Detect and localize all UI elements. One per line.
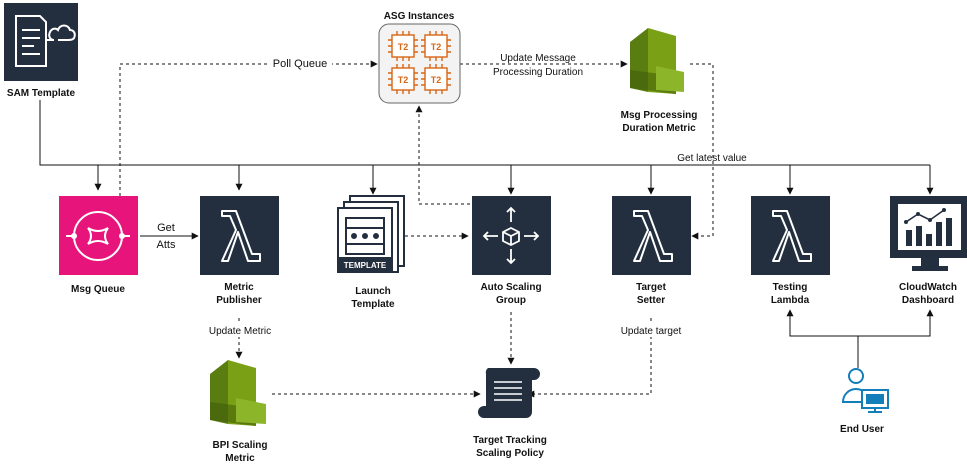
chip-text-4: T2 — [431, 75, 442, 85]
sam-template-bus — [39, 100, 930, 166]
update-message-label-1: Update Message — [500, 53, 576, 64]
get-atts-label-2: Atts — [157, 239, 176, 251]
template-tag: TEMPLATE — [344, 261, 387, 270]
launch-template-label-1: Launch — [355, 286, 391, 297]
edge-target-setter-to-policy — [527, 318, 652, 398]
edge-end-user-to-testing-lambda — [786, 309, 858, 337]
edge-end-user-to-dashboard — [858, 309, 934, 337]
asg-label-2: Group — [496, 295, 526, 306]
end-user-label: End User — [840, 424, 884, 435]
poll-queue-label: Poll Queue — [273, 58, 327, 70]
get-atts-label-1: Get — [157, 222, 175, 234]
auto-scaling-group-node: Auto Scaling Group — [472, 196, 551, 306]
testing-lambda-label-1: Testing — [773, 282, 808, 293]
user-computer-icon — [841, 368, 889, 413]
sam-template-node: SAM Template — [4, 3, 78, 99]
cloudwatch-metric-icon — [630, 28, 684, 94]
launch-template-label-2: Template — [351, 299, 395, 310]
msg-queue-node: Msg Queue — [59, 196, 138, 295]
edge-poll-queue — [119, 60, 378, 196]
msg-processing-label-1: Msg Processing — [621, 110, 698, 121]
asg-instances-node: ASG Instances T2 T2 T2 T2 — [378, 11, 461, 104]
cloudwatch-label-1: CloudWatch — [899, 282, 957, 293]
target-setter-node: Target Setter — [612, 196, 691, 306]
dashboard-monitor-icon — [890, 196, 967, 271]
msg-processing-metric-node: Msg Processing Duration Metric — [621, 28, 698, 134]
policy-label-2: Scaling Policy — [476, 448, 544, 459]
msg-processing-label-2: Duration Metric — [622, 123, 696, 134]
get-latest-value-label: Get latest value — [677, 153, 747, 164]
launch-template-node: TEMPLATE Launch Template — [337, 195, 405, 310]
sam-template-label: SAM Template — [7, 88, 76, 99]
testing-lambda-label-2: Lambda — [771, 295, 810, 306]
edge-asg-to-instances — [415, 105, 470, 205]
chip-text-3: T2 — [398, 75, 409, 85]
update-target-label: Update target — [621, 326, 682, 337]
target-setter-label-1: Target — [636, 282, 666, 293]
edge-labels: Poll Queue Update Message Processing Dur… — [154, 53, 747, 337]
end-user-node: End User — [840, 368, 889, 435]
connectors — [39, 60, 934, 398]
bpi-scaling-metric-node: BPI Scaling Metric — [210, 360, 268, 464]
testing-lambda-node: Testing Lambda — [751, 196, 830, 306]
update-metric-label: Update Metric — [209, 326, 271, 337]
chip-icon — [388, 31, 451, 94]
update-message-label-2: Processing Duration — [493, 67, 583, 78]
cloudwatch-dashboard-node: CloudWatch Dashboard — [890, 196, 967, 306]
target-setter-label-2: Setter — [637, 295, 665, 306]
chip-text-1: T2 — [398, 42, 409, 52]
msg-queue-label: Msg Queue — [71, 284, 125, 295]
bpi-label-2: Metric — [225, 453, 255, 464]
asg-instances-label: ASG Instances — [384, 11, 455, 22]
metric-publisher-label-2: Publisher — [216, 295, 262, 306]
target-tracking-policy-node: Target Tracking Scaling Policy — [473, 368, 547, 459]
metric-publisher-node: Metric Publisher — [200, 196, 279, 306]
policy-label-1: Target Tracking — [473, 435, 547, 446]
cloudwatch-metric-icon — [210, 360, 266, 426]
asg-instances-box — [378, 23, 461, 104]
metric-publisher-label-1: Metric — [224, 282, 254, 293]
chip-text-2: T2 — [431, 42, 442, 52]
asg-label-1: Auto Scaling — [480, 282, 541, 293]
cloudwatch-label-2: Dashboard — [902, 295, 954, 306]
bpi-label-1: BPI Scaling — [212, 440, 267, 451]
scroll-policy-icon — [478, 368, 540, 418]
edge-duration-to-target-setter — [690, 63, 714, 240]
